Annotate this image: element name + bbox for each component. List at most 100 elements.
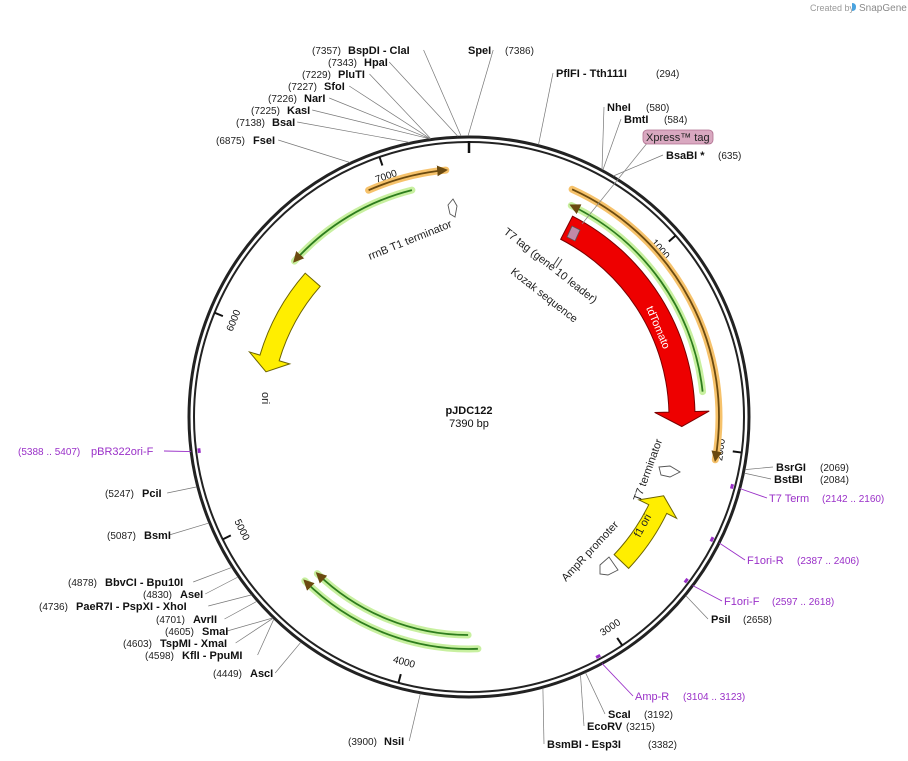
- site-name: AscI: [250, 668, 273, 680]
- site-name: SfoI: [324, 81, 345, 93]
- tick-mark: [397, 673, 402, 684]
- site-name: TspMI - XmaI: [160, 638, 227, 650]
- feature-ori-arrow: [247, 272, 321, 373]
- site-position: (5247): [105, 489, 134, 500]
- site-leader-line: [329, 97, 431, 140]
- primer-leader-line: [692, 585, 723, 602]
- site-name: ScaI: [608, 709, 631, 721]
- primer-name: pBR322ori-F: [91, 446, 154, 458]
- plasmid-name: pJDC122: [445, 405, 492, 417]
- tick-label: 5000: [232, 518, 252, 543]
- feature-green_cw_bottom2-arrow: [315, 572, 469, 636]
- site-leader-line: [580, 674, 585, 727]
- feature-arcs: [247, 165, 723, 653]
- site-leader-line: [274, 641, 302, 674]
- site-leader-line: [744, 472, 772, 480]
- site-name: PsiI: [711, 614, 731, 626]
- site-name: PciI: [142, 488, 162, 500]
- site-position: (7138): [236, 118, 265, 129]
- primer-leader-line: [601, 663, 634, 697]
- site-leader-line: [169, 522, 209, 536]
- primer-name: T7 Term: [769, 493, 809, 505]
- site-position: (3382): [648, 740, 677, 751]
- site-position: (7386): [505, 46, 534, 57]
- site-name: AvrII: [193, 614, 217, 626]
- site-position: (4736): [39, 602, 68, 613]
- site-name: KflI - PpuMI: [182, 650, 243, 662]
- site-leader-line: [685, 595, 709, 620]
- kozak-marker: [552, 256, 563, 269]
- site-position: (584): [664, 115, 687, 126]
- site-position: (2069): [820, 463, 849, 474]
- tick-mark: [616, 637, 624, 646]
- site-position: (294): [656, 69, 679, 80]
- site-leader-line: [369, 73, 431, 139]
- site-position: (5087): [107, 531, 136, 542]
- site-position: (3215): [626, 722, 655, 733]
- site-leader-line: [227, 617, 273, 632]
- site-leader-line: [538, 72, 554, 145]
- site-position: (7357): [312, 46, 341, 57]
- primer-range: (2597 .. 2618): [772, 597, 834, 608]
- tick-label: 3000: [598, 617, 623, 639]
- site-name: BsrGI: [776, 462, 806, 474]
- plasmid-length: 7390 bp: [449, 418, 489, 430]
- site-leader-line: [235, 618, 274, 644]
- site-position: (4605): [165, 627, 194, 638]
- site-position: (635): [718, 151, 741, 162]
- site-position: (6875): [216, 136, 245, 147]
- rrnb-terminator-label: rrnB T1 terminator: [367, 218, 454, 263]
- feature-green_ccw_top-arrow: [569, 204, 704, 392]
- site-name: PluTI: [338, 69, 365, 81]
- site-name: BbvCI - Bpu10I: [105, 577, 183, 589]
- site-leader-line: [205, 576, 239, 595]
- site-position: (4830): [143, 590, 172, 601]
- primer-name: Amp-R: [635, 691, 669, 703]
- site-name: PaeR7I - PspXI - XhoI: [76, 601, 187, 613]
- site-leader-line: [602, 118, 622, 171]
- site-leader-line: [208, 594, 252, 607]
- xpress-tag-box: [642, 129, 714, 145]
- primer-mark: [595, 653, 601, 659]
- site-position: (3900): [348, 737, 377, 748]
- backbone-outer-circle: [187, 135, 751, 699]
- site-position: (3192): [644, 710, 673, 721]
- site-position: (7227): [288, 82, 317, 93]
- primer-name: F1ori-R: [747, 555, 784, 567]
- site-name: SmaI: [202, 626, 228, 638]
- site-position: (2084): [820, 475, 849, 486]
- site-name: BstBI: [774, 474, 803, 486]
- site-leader-line: [467, 49, 494, 137]
- tick-mark: [222, 534, 232, 541]
- site-name: BspDI - ClaI: [348, 45, 410, 57]
- site-position: (4701): [156, 615, 185, 626]
- primer-sites: T7 Term(2142 .. 2160)F1ori-R(2387 .. 240…: [18, 446, 884, 703]
- site-leader-line: [408, 693, 421, 742]
- primer-mark: [709, 536, 715, 543]
- site-position: (7343): [328, 58, 357, 69]
- site-position: (7229): [302, 70, 331, 81]
- site-position: (4878): [68, 578, 97, 589]
- tick-label: 4000: [392, 654, 417, 670]
- site-position: (4603): [123, 639, 152, 650]
- site-position: (7226): [268, 94, 297, 105]
- primer-leader-line: [739, 488, 768, 499]
- site-leader-line: [585, 672, 606, 715]
- site-name: BsaI: [272, 117, 295, 129]
- ampr-promoter-label: AmpR promoter: [559, 519, 621, 584]
- site-name: HpaI: [364, 57, 388, 69]
- site-name: NarI: [304, 93, 325, 105]
- site-leader-line: [297, 121, 410, 143]
- site-name: FseI: [253, 135, 275, 147]
- primer-name: F1ori-F: [724, 596, 760, 608]
- site-leader-line: [542, 688, 545, 745]
- t7-tag-marker: [566, 225, 581, 242]
- tick-mark: [732, 450, 742, 454]
- t7-terminator-icon: [658, 465, 681, 478]
- site-leader-line: [349, 85, 431, 139]
- primer-leader-line: [718, 542, 746, 561]
- feature-green_cw_bottom2-glow: [313, 570, 472, 639]
- site-leader-line: [193, 567, 232, 583]
- feature-green_ccw_left-arrow: [293, 189, 413, 263]
